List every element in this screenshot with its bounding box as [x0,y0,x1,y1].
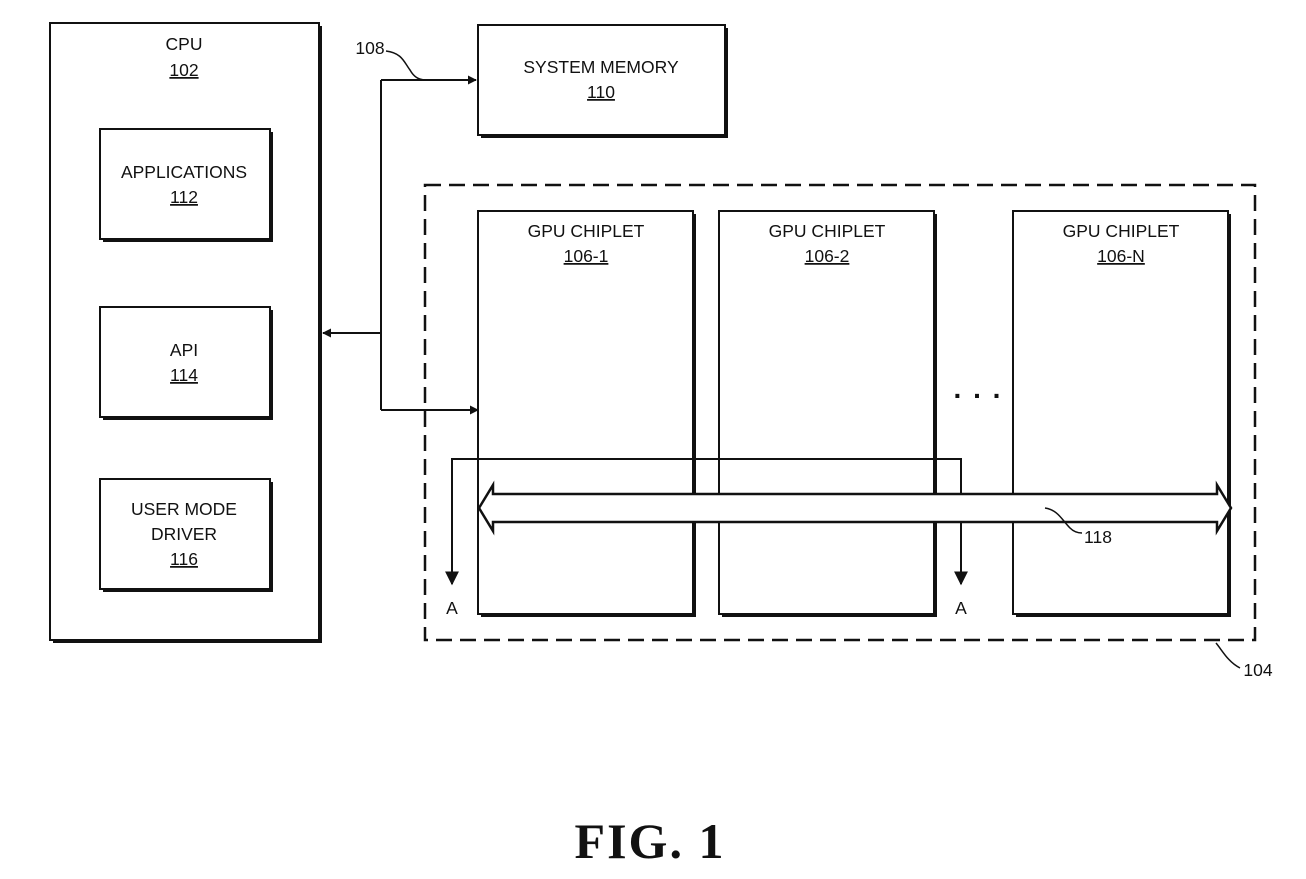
applications-ref: 112 [170,187,198,207]
chiplet-ellipsis: . . . [954,373,1003,404]
interconnect-ref: 118 [1084,527,1112,547]
chiplet-2-ref: 106-2 [805,246,850,266]
system-memory-label: SYSTEM MEMORY [523,57,679,77]
user-mode-driver-label-line1: USER MODE [131,499,237,519]
api-block: API 114 [99,306,273,420]
chiplet-2-label: GPU CHIPLET [769,221,886,241]
cpu-label: CPU [166,34,203,54]
gpu-chiplet-n: GPU CHIPLET 106-N [1012,210,1231,617]
connector-a-right: A [955,598,967,618]
user-mode-driver-ref: 116 [170,549,198,569]
applications-block: APPLICATIONS 112 [99,128,273,242]
gpu-group-ref-leader [1215,642,1241,669]
user-mode-driver-block: USER MODE DRIVER 116 [99,478,273,592]
gpu-chiplet-2: GPU CHIPLET 106-2 [718,210,937,617]
bus-ref-leader [385,50,425,81]
figure-caption: FIG. 1 [575,813,726,869]
user-mode-driver-label-line2: DRIVER [151,524,217,544]
interconnect-118: 118 [477,480,1233,547]
chiplet-n-ref: 106-N [1097,246,1145,266]
system-memory-ref: 110 [587,82,615,102]
chiplet-n-label: GPU CHIPLET [1063,221,1180,241]
gpu-group-104: 104 [423,183,1273,680]
api-ref: 114 [170,365,198,385]
chiplet-1-ref: 106-1 [564,246,609,266]
applications-label: APPLICATIONS [121,162,247,182]
cpu-ref: 102 [169,60,198,80]
system-memory-block: SYSTEM MEMORY 110 [477,24,728,138]
gpu-group-ref: 104 [1243,660,1272,680]
bus-108: 108 [322,38,479,415]
bus-ref: 108 [355,38,384,58]
gpu-chiplet-1: GPU CHIPLET 106-1 [477,210,696,617]
connector-a-left: A [446,598,458,618]
chiplet-1-label: GPU CHIPLET [528,221,645,241]
api-label: API [170,340,198,360]
interconnect-ref-leader [1044,507,1083,534]
